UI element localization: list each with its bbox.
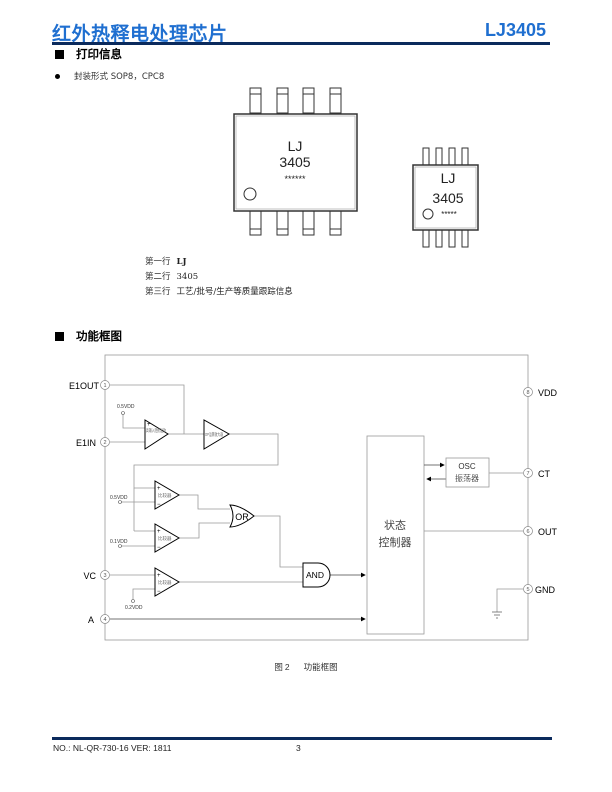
- comp3-ref-label: 0.2VDD: [125, 605, 143, 611]
- comp3-label: 比较器: [158, 579, 172, 586]
- part-number: LJ3405: [484, 20, 546, 40]
- comparator-2: [154, 523, 180, 553]
- svg-text:E1OUT: E1OUT: [69, 381, 100, 391]
- minus-sign: −: [157, 589, 161, 595]
- sop8-package: [233, 87, 358, 236]
- plus-sign: +: [147, 422, 151, 428]
- amp2-label: OP运算放大器: [205, 431, 223, 438]
- controller-label-2: 控制器: [379, 535, 412, 549]
- pin-2: 2 E1IN: [76, 437, 110, 448]
- plus-sign: +: [157, 529, 161, 535]
- osc-label: OSC: [458, 462, 476, 471]
- svg-text:7: 7: [526, 471, 529, 477]
- osc-sublabel: 振荡器: [455, 473, 479, 483]
- svg-text:2: 2: [103, 440, 106, 446]
- pin-8: 8 VDD: [523, 387, 558, 398]
- sop8-line3: ******: [284, 174, 306, 184]
- pin-5: 5 GND: [523, 584, 556, 595]
- amp1-label: 高输入阻抗运放: [146, 427, 166, 434]
- svg-text:1: 1: [103, 383, 106, 389]
- pin-7: 7 CT: [523, 468, 550, 479]
- comparator-1: [154, 480, 180, 510]
- svg-text:GND: GND: [535, 585, 556, 595]
- or-gate-label: OR: [235, 512, 249, 522]
- functional-block-diagram: 高输入阻抗运放 OP运算放大器 比较器 比较器 比较器 + + − + − + …: [69, 354, 558, 641]
- comparator-3: [154, 567, 180, 597]
- section-heading: 打印信息: [76, 47, 122, 61]
- caption-text: 功能框图: [303, 663, 338, 673]
- pin-3: 3 VC: [83, 570, 110, 581]
- comp1-ref-label: 0.5VDD: [110, 495, 128, 501]
- pin-1: 1 E1OUT: [69, 380, 110, 391]
- and-gate-label: AND: [306, 570, 324, 580]
- print-line-3: 第三行工艺/批号/生产等质量跟踪信息: [145, 287, 293, 297]
- square-bullet-icon: [55, 49, 64, 59]
- square-bullet-icon: [55, 331, 64, 341]
- op-amp: [203, 419, 230, 450]
- osc-box: [445, 457, 490, 488]
- and-gate: [302, 562, 331, 588]
- caption-prefix: 图: [274, 663, 283, 673]
- svg-text:6: 6: [526, 529, 529, 535]
- section-heading: 功能框图: [76, 329, 122, 343]
- comp2-label: 比较器: [158, 535, 172, 542]
- diagram-frame: [104, 354, 529, 641]
- high-impedance-amp: [144, 419, 169, 450]
- plus-sign: +: [157, 486, 161, 492]
- page-number: 3: [296, 743, 301, 753]
- sop8-line1: LJ: [288, 138, 303, 154]
- package-drawings: LJ 3405 ****** LJ 3405 *****: [233, 87, 479, 248]
- svg-text:E1IN: E1IN: [76, 438, 96, 448]
- pin-4: 4 A: [88, 614, 110, 625]
- section-print-info: 打印信息: [55, 46, 122, 62]
- svg-text:CT: CT: [538, 469, 550, 479]
- svg-text:3: 3: [103, 573, 106, 579]
- cpc8-package: [412, 147, 479, 248]
- package-text: 封装形式 SOP8，CPC8: [74, 72, 165, 82]
- cpc8-line2: 3405: [432, 190, 463, 206]
- bullet-dot-icon: [55, 73, 60, 79]
- cpc8-line3: *****: [441, 210, 457, 219]
- pin-6: 6 OUT: [523, 526, 558, 537]
- footer-rule: [52, 737, 552, 740]
- state-controller-box: [366, 435, 425, 635]
- minus-sign: −: [157, 502, 161, 508]
- amp1-ref-label: 0.5VDD: [117, 404, 135, 410]
- or-gate: [229, 504, 255, 528]
- caption-number: 2: [284, 662, 290, 672]
- section-block-diagram: 功能框图: [55, 328, 122, 344]
- svg-text:A: A: [88, 615, 94, 625]
- cpc8-line1: LJ: [441, 170, 456, 186]
- svg-text:OUT: OUT: [538, 527, 558, 537]
- controller-label-1: 状态: [384, 518, 406, 532]
- svg-text:5: 5: [526, 587, 529, 593]
- svg-text:VC: VC: [83, 571, 96, 581]
- header-rule: [52, 42, 550, 45]
- document-title: 红外热释电处理芯片: [52, 23, 228, 45]
- comp1-label: 比较器: [158, 492, 172, 499]
- minus-sign: −: [157, 545, 161, 551]
- sop8-line2: 3405: [279, 154, 310, 170]
- package-bullet: 封装形式 SOP8，CPC8: [55, 70, 164, 82]
- comp2-ref-label: 0.1VDD: [110, 539, 128, 545]
- svg-text:4: 4: [103, 617, 106, 623]
- svg-text:VDD: VDD: [538, 388, 558, 398]
- footer-doc-number: NO.: NL-QR-730-16 VER: 1811: [53, 743, 172, 753]
- plus-sign: +: [157, 573, 161, 579]
- svg-text:8: 8: [526, 390, 529, 396]
